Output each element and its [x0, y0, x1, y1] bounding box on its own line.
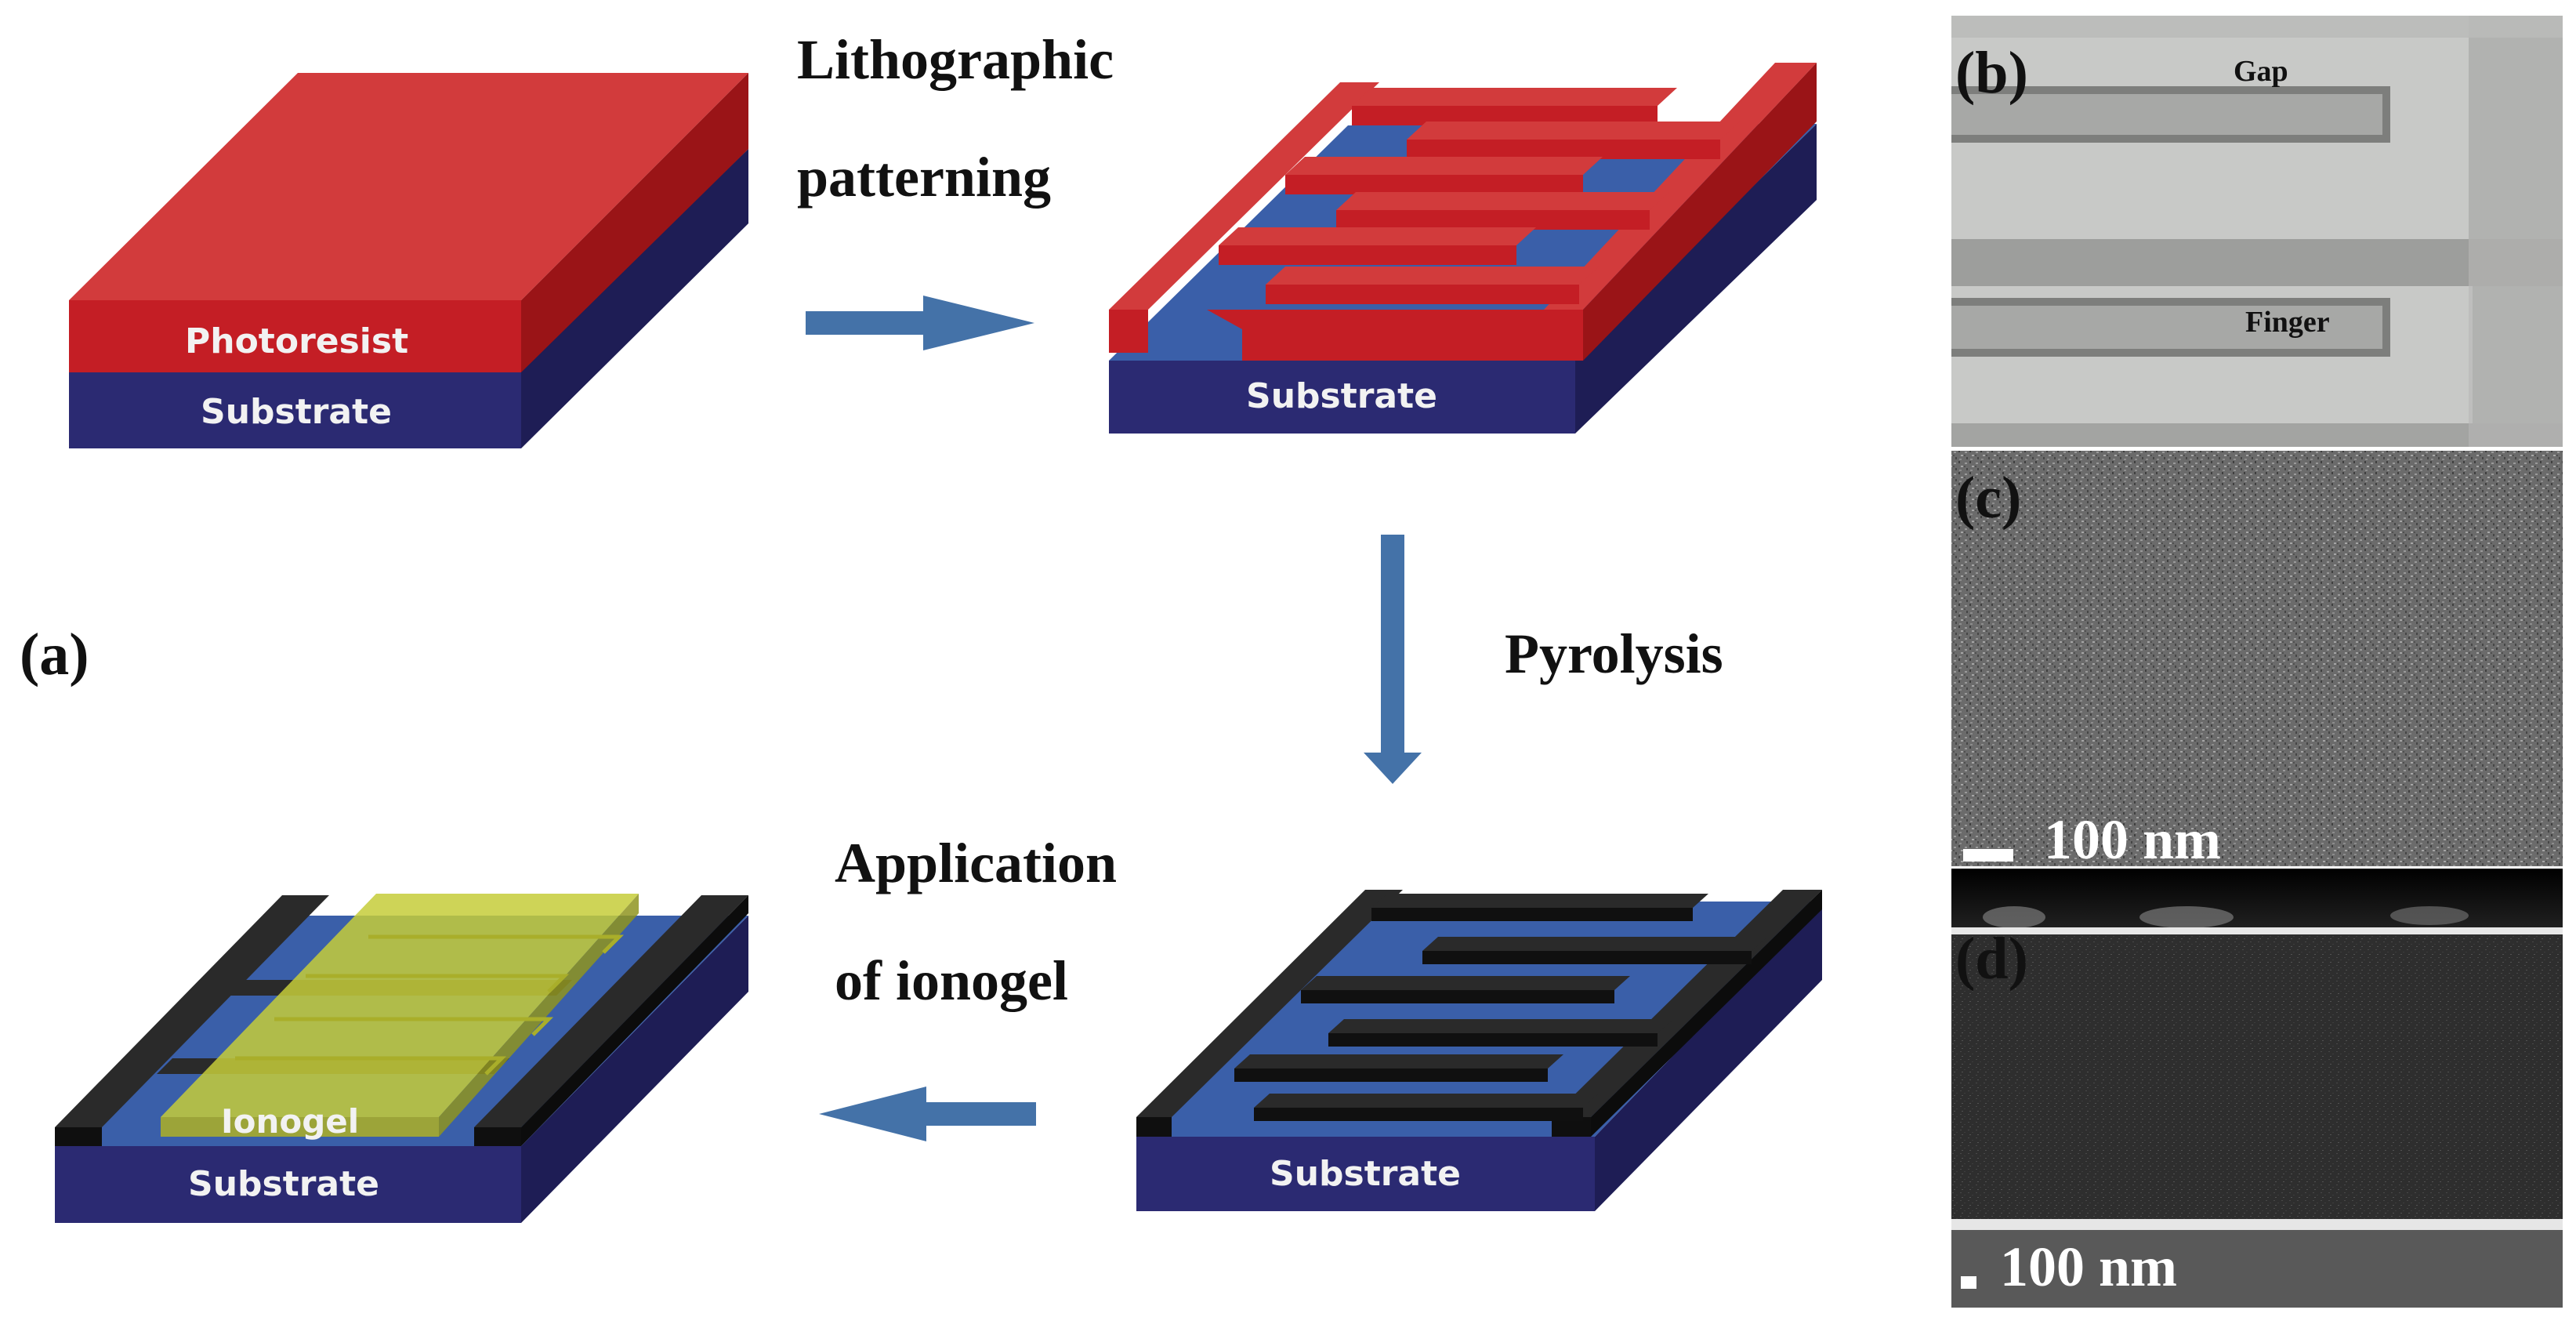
ionogel-front	[161, 1117, 439, 1137]
photoresist-label: Photoresist	[185, 321, 408, 361]
substrate-label: Substrate	[1246, 376, 1437, 416]
substrate-side	[521, 149, 748, 448]
substrate-side	[1575, 124, 1817, 434]
photoresist-top	[69, 73, 748, 300]
finger-label: Finger	[2245, 306, 2330, 339]
sem-panel-b: Gap Finger (b)	[1951, 16, 2563, 447]
substrate-front	[69, 372, 521, 448]
step2-label: Pyrolysis	[1505, 622, 1723, 685]
step3-label-line2: of ionogel	[835, 949, 1068, 1012]
substrate-label: Substrate	[1270, 1154, 1461, 1194]
sem-panel-c: 100 nm (c)	[1951, 451, 2563, 871]
panel-b-label: (b)	[1955, 40, 2028, 106]
photoresist-front	[69, 300, 521, 372]
ionogel-side	[439, 894, 639, 1137]
substrate-label: Substrate	[201, 392, 392, 432]
substrate-side	[521, 916, 748, 1223]
scale-bar-c	[1963, 849, 2013, 862]
photoresist-side	[521, 73, 748, 372]
arrow-right	[806, 296, 1034, 350]
panel-c-label: (c)	[1955, 465, 2021, 531]
scale-c-label: 100 nm	[2044, 808, 2221, 871]
carbon-fingers	[1234, 894, 1767, 1121]
ionogel-fingers-visible	[235, 934, 625, 1076]
substrate-front	[1136, 1137, 1595, 1211]
block-pyrolysed-carbon: Substrate	[1136, 890, 1822, 1211]
step1-label-line1: Lithographic	[797, 28, 1114, 91]
panel-a-label: (a)	[20, 622, 89, 688]
photoresist-fingers	[1219, 88, 1740, 304]
step1-label-line2: patterning	[797, 146, 1051, 209]
substrate-label: Substrate	[188, 1164, 379, 1204]
sem-panel-d: 100 nm (d)	[1951, 869, 2563, 1308]
block-ionogel: Ionogel Substrate	[55, 894, 748, 1223]
scale-d-label: 100 nm	[2000, 1235, 2177, 1298]
substrate-side	[1595, 902, 1822, 1211]
step3-label-line1: Application	[835, 832, 1117, 894]
block-patterned-photoresist: Substrate	[1109, 63, 1817, 434]
arrow-left	[819, 1087, 1036, 1141]
sem-c-image	[1951, 451, 2563, 866]
ionogel-label: Ionogel	[221, 1102, 359, 1141]
substrate-front	[1109, 361, 1575, 434]
substrate-front	[55, 1146, 521, 1223]
ionogel-top	[161, 894, 639, 1117]
panel-d-label: (d)	[1955, 926, 2028, 992]
arrow-down	[1364, 535, 1422, 784]
scale-bar-d	[1961, 1276, 1976, 1289]
gap-label: Gap	[2234, 55, 2288, 88]
block-photoresist-substrate: Photoresist Substrate	[69, 73, 748, 448]
